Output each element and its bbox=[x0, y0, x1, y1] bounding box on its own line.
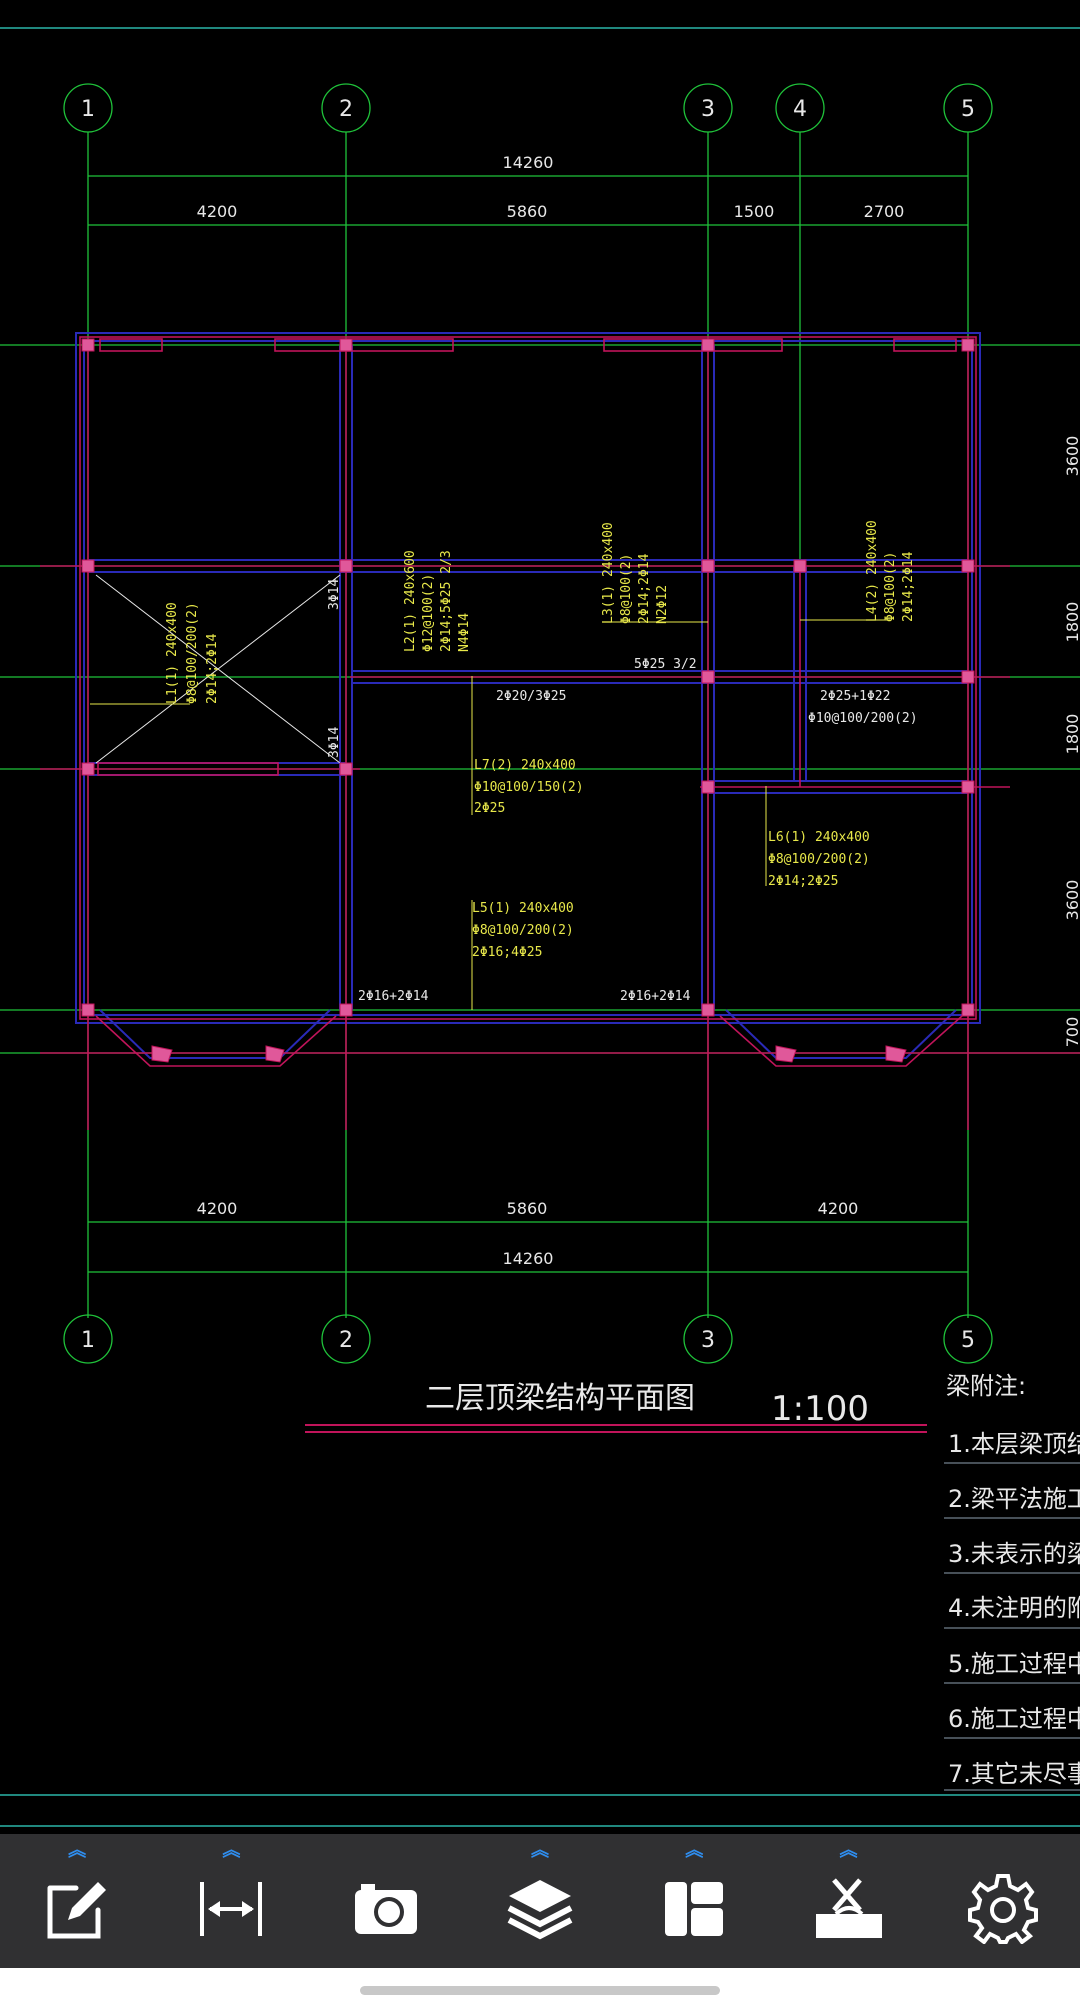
beam-label-l3: Φ8@100(2) bbox=[619, 554, 634, 624]
expand-chevron-icon[interactable]: ︽ bbox=[68, 1840, 87, 1861]
beam-label-l1: 2Φ14;2Φ14 bbox=[205, 633, 220, 704]
note-item: 7.其它未尽事宜 bbox=[948, 1760, 1080, 1788]
dimension: 4200 bbox=[818, 1199, 859, 1218]
measure-button[interactable]: ︽ bbox=[176, 1834, 286, 1968]
layers-button[interactable]: ︽ bbox=[485, 1834, 595, 1968]
layout-button[interactable]: ︽ bbox=[639, 1834, 749, 1968]
layout-icon bbox=[665, 1882, 724, 1936]
expand-chevron-icon[interactable]: ︽ bbox=[222, 1840, 241, 1861]
rebar-label: 3Φ14 bbox=[327, 727, 342, 758]
dimension: 700 bbox=[1063, 1017, 1080, 1048]
beam-label-l4: Φ8@100(2) bbox=[883, 552, 898, 622]
drawing-title: 二层顶梁结构平面图 bbox=[425, 1381, 695, 1416]
axis-label: 4 bbox=[793, 97, 807, 122]
dimension: 5860 bbox=[507, 1199, 548, 1218]
beam-label-l6: 2Φ14;2Φ25 bbox=[768, 874, 838, 889]
camera-icon bbox=[354, 1884, 417, 1934]
dimension-total-top: 14260 bbox=[503, 153, 554, 172]
beam-label-l1: L1(1) 240x400 bbox=[165, 602, 180, 704]
gear-icon bbox=[967, 1874, 1038, 1944]
toolbox-icon bbox=[815, 1878, 882, 1938]
expand-chevron-icon[interactable]: ︽ bbox=[839, 1840, 858, 1861]
rebar-label: 2Φ25+1Φ22 bbox=[820, 689, 890, 704]
dimension: 3600 bbox=[1063, 436, 1080, 477]
bottom-toolbar: ︽ ︽ ︽ ︽ bbox=[0, 1834, 1080, 1968]
axis-label: 5 bbox=[961, 1328, 975, 1353]
beam-label-l5: Φ8@100/200(2) bbox=[472, 923, 574, 938]
rebar-label: 2Φ16+2Φ14 bbox=[620, 989, 691, 1004]
axis-label: 3 bbox=[701, 97, 715, 122]
axis-label: 2 bbox=[339, 1328, 353, 1353]
dimension: 1500 bbox=[734, 202, 775, 221]
dimension: 2700 bbox=[864, 202, 905, 221]
dimension: 4200 bbox=[197, 202, 238, 221]
axis-label: 5 bbox=[961, 97, 975, 122]
rebar-label: 2Φ20/3Φ25 bbox=[496, 689, 566, 704]
expand-chevron-icon[interactable]: ︽ bbox=[530, 1840, 549, 1861]
measure-icon bbox=[200, 1882, 263, 1936]
beam-label-l6: L6(1) 240x400 bbox=[768, 830, 870, 845]
beam-label-l1: Φ8@100/200(2) bbox=[185, 602, 200, 704]
rebar-label: Φ10@100/200(2) bbox=[808, 711, 918, 726]
rebar-label: 3Φ14 bbox=[327, 579, 342, 610]
beam-label-l7: Φ10@100/150(2) bbox=[474, 780, 584, 795]
beam-label-l3: 2Φ14;2Φ14 bbox=[637, 553, 652, 624]
beam-label-l4: 2Φ14;2Φ14 bbox=[901, 551, 916, 622]
note-item: 2.梁平法施工图 bbox=[948, 1485, 1080, 1513]
beam-label-l3: N2Φ12 bbox=[655, 585, 670, 624]
note-item: 3.未表示的梁定 bbox=[948, 1540, 1080, 1568]
axis-label: 2 bbox=[339, 97, 353, 122]
dimension: 1800 bbox=[1063, 602, 1080, 643]
expand-chevron-icon[interactable]: ︽ bbox=[685, 1840, 704, 1861]
dimension-total-bottom: 14260 bbox=[503, 1249, 554, 1268]
cad-drawing-canvas[interactable]: 1 2 3 4 5 1 2 3 5 14260 4200 5860 1500 2… bbox=[0, 0, 1080, 1832]
beam-label-l5: L5(1) 240x400 bbox=[472, 901, 574, 916]
drawing-scale: 1:100 bbox=[771, 1389, 869, 1429]
dimension: 1800 bbox=[1063, 714, 1080, 755]
beam-label-l7: L7(2) 240x400 bbox=[474, 758, 576, 773]
beam-label-l5: 2Φ16;4Φ25 bbox=[472, 945, 542, 960]
home-indicator[interactable] bbox=[360, 1986, 720, 1995]
notes-heading: 梁附注: bbox=[946, 1372, 1026, 1400]
layers-icon bbox=[507, 1880, 573, 1940]
beam-label-l7: 2Φ25 bbox=[474, 801, 505, 816]
dimension: 4200 bbox=[197, 1199, 238, 1218]
edit-icon bbox=[47, 1882, 107, 1939]
tools-button[interactable]: ︽ bbox=[794, 1834, 904, 1968]
axis-label: 1 bbox=[81, 1328, 95, 1353]
camera-button[interactable] bbox=[331, 1834, 441, 1968]
settings-button[interactable] bbox=[948, 1834, 1058, 1968]
beam-label-l3: L3(1) 240x400 bbox=[601, 522, 616, 624]
beam-label-l2: Φ12@100(2) bbox=[421, 574, 436, 652]
beam-label-l6: Φ8@100/200(2) bbox=[768, 852, 870, 867]
beam-label-l4: L4(2) 240x400 bbox=[865, 520, 880, 622]
note-item: 4.未注明的附加 bbox=[948, 1594, 1080, 1622]
beam-label-l2: 2Φ14;5Φ25 2/3 bbox=[439, 550, 454, 652]
note-item: 6.施工过程中建 bbox=[948, 1705, 1080, 1733]
edit-button[interactable]: ︽ bbox=[22, 1834, 132, 1968]
beam-label-l2: N4Φ14 bbox=[457, 613, 472, 652]
beam-label-l2: L2(1) 240x600 bbox=[403, 550, 418, 652]
axis-label: 1 bbox=[81, 97, 95, 122]
rebar-label: 5Φ25 3/2 bbox=[634, 657, 697, 672]
axis-label: 3 bbox=[701, 1328, 715, 1353]
note-item: 5.施工过程中结构 bbox=[948, 1650, 1080, 1678]
rebar-label: 2Φ16+2Φ14 bbox=[358, 989, 429, 1004]
note-item: 1.本层梁顶结构 bbox=[948, 1430, 1080, 1458]
dimension: 3600 bbox=[1063, 880, 1080, 921]
dimension: 5860 bbox=[507, 202, 548, 221]
